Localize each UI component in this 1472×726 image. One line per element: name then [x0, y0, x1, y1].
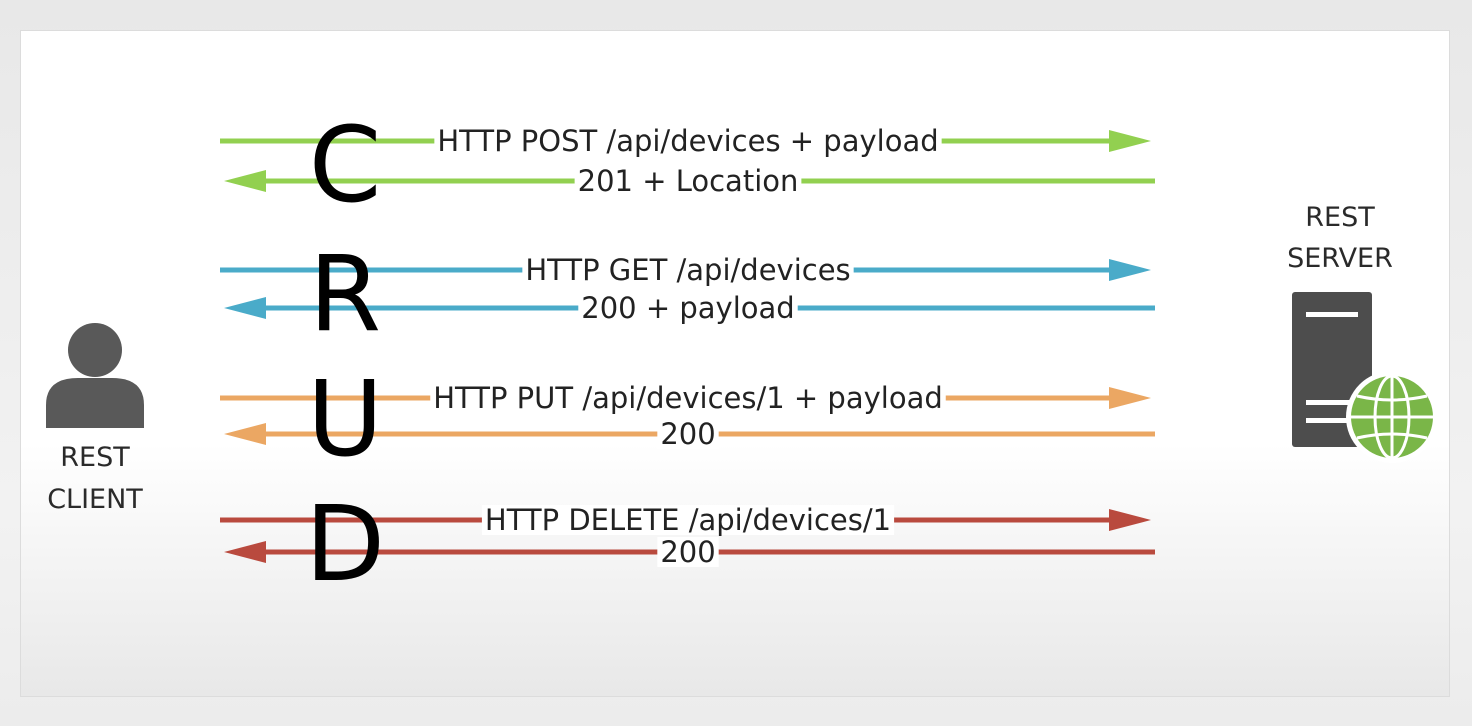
request-label-backing [434, 126, 942, 156]
response-label: 200 [660, 417, 715, 451]
request-arrow-head [1109, 259, 1151, 281]
response-arrow-head [224, 170, 266, 192]
crud-letter-c: C [309, 104, 382, 226]
response-label: 200 + payload [581, 291, 794, 325]
client-label-line1: REST [60, 442, 130, 473]
response-label-backing [657, 419, 719, 449]
server-label-line1: REST [1305, 202, 1375, 233]
operation-r: HTTP GET /api/devices 200 + payload [220, 253, 1155, 325]
crud-letter-u: U [307, 358, 383, 480]
request-label-backing [481, 505, 895, 535]
crud-letter-r: R [309, 233, 381, 355]
operation-c: HTTP POST /api/devices + payload 201 + Lo… [220, 124, 1155, 198]
response-arrow-head [224, 423, 266, 445]
request-label-backing [522, 255, 854, 285]
request-label: HTTP GET /api/devices [525, 253, 850, 287]
request-label: HTTP POST /api/devices + payload [437, 124, 938, 158]
response-label: 200 [660, 535, 715, 569]
operations: HTTP POST /api/devices + payload 201 + Lo… [220, 124, 1155, 569]
request-label: HTTP PUT /api/devices/1 + payload [433, 381, 943, 415]
response-arrow-head [224, 297, 266, 319]
rest-client: REST CLIENT [46, 323, 144, 515]
rest-server: REST SERVER [1287, 202, 1438, 463]
response-label-backing [578, 293, 798, 323]
request-arrow-head [1109, 387, 1151, 409]
server-label-line2: SERVER [1287, 243, 1393, 274]
client-label-line2: CLIENT [47, 484, 143, 515]
server-globe-icon [1292, 292, 1438, 463]
response-arrow-head [224, 541, 266, 563]
response-label-backing [657, 537, 719, 567]
request-label: HTTP DELETE /api/devices/1 [485, 503, 891, 537]
crud-letter-d: D [305, 483, 385, 605]
response-label: 201 + Location [578, 164, 799, 198]
person-icon [46, 323, 144, 428]
request-arrow-head [1109, 509, 1151, 531]
response-label-backing [574, 166, 802, 196]
request-label-backing [430, 383, 946, 413]
request-arrow-head [1109, 130, 1151, 152]
